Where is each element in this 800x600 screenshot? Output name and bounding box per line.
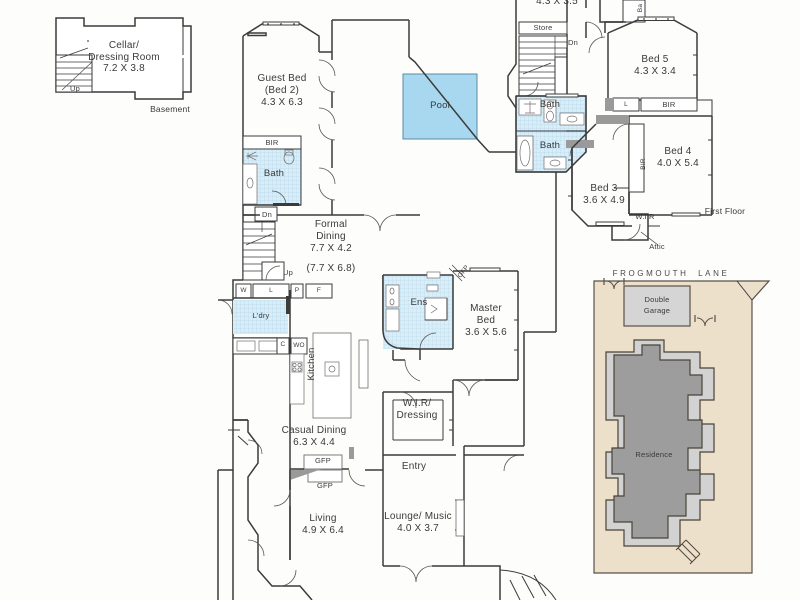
double-garage-shape (623, 285, 691, 327)
upper-bathrooms (515, 93, 587, 173)
pool-shape (402, 73, 478, 140)
ground-floor-plan (217, 19, 557, 600)
first-floor-plan (507, 0, 713, 246)
linen-upper (612, 97, 640, 112)
bir-guest (242, 135, 302, 150)
laundry-appliances (235, 283, 333, 299)
bir-bed5 (640, 97, 698, 112)
residence-shape (611, 344, 703, 539)
kitchen-fixtures (289, 332, 369, 419)
store-cupboard (518, 21, 568, 35)
site-plan-drawing (593, 278, 771, 574)
ground-stairs (242, 221, 285, 281)
basement-plan (55, 17, 192, 100)
laundry-tile (233, 300, 288, 334)
bir-vertical-box (628, 123, 645, 193)
basement-stairs (55, 47, 93, 93)
